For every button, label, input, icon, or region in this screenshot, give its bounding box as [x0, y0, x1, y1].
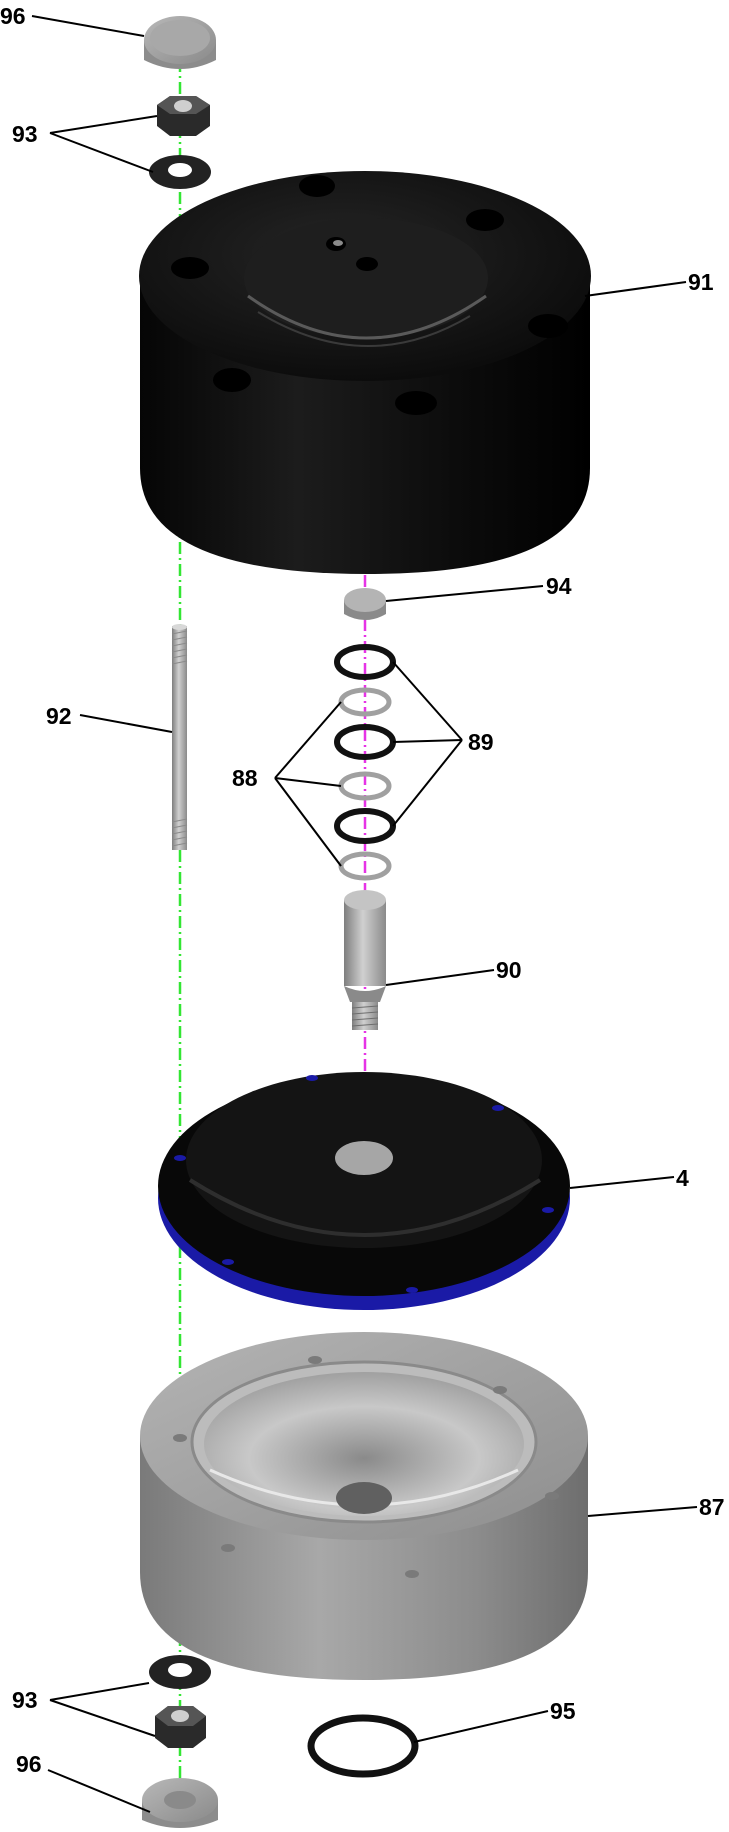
pin-90 [344, 890, 386, 1030]
callout-89: 89 [468, 729, 494, 755]
callout-95: 95 [550, 1698, 576, 1724]
callout-93-bottom: 93 [12, 1687, 38, 1713]
upper-housing [139, 171, 591, 574]
callout-91: 91 [688, 269, 714, 295]
washer-bottom [149, 1655, 211, 1689]
nut-top [157, 96, 210, 136]
callout-4: 4 [676, 1165, 689, 1191]
diaphragm [158, 1072, 570, 1310]
callout-87: 87 [699, 1494, 725, 1520]
o-ring-95 [307, 1714, 419, 1778]
callout-96-top: 96 [0, 3, 26, 29]
callout-88: 88 [232, 765, 258, 791]
base-body [140, 1332, 588, 1680]
cap-bottom [142, 1778, 218, 1828]
callout-94: 94 [546, 573, 572, 599]
threaded-rod [171, 624, 188, 850]
plug-94 [344, 588, 386, 620]
cap-top [144, 16, 216, 69]
callout-96-bottom: 96 [16, 1751, 42, 1777]
callout-93-top: 93 [12, 121, 38, 147]
washer-top [149, 155, 211, 189]
leader-lines [31, 15, 698, 1813]
callout-90: 90 [496, 957, 522, 983]
nut-bottom [155, 1706, 206, 1748]
callout-92: 92 [46, 703, 72, 729]
